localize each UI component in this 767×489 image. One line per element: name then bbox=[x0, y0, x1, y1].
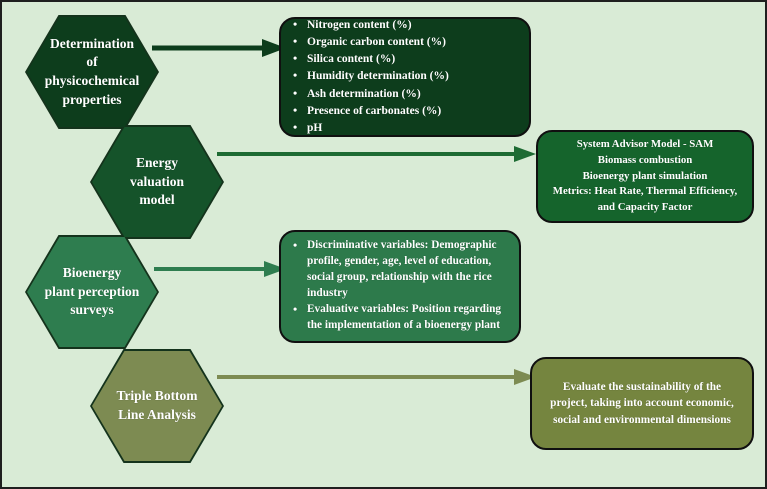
list-item: Discriminative variables: Demographic pr… bbox=[293, 237, 509, 301]
hexagon-physicochemical-label: Determination of physicochemical propert… bbox=[44, 35, 140, 107]
hexagon-triple-bottom-line-label: Triple Bottom Line Analysis bbox=[116, 388, 198, 422]
list-item: Evaluative variables: Position regarding… bbox=[293, 301, 509, 334]
hexagon-energy-valuation[interactable]: Energy valuation model bbox=[92, 127, 222, 237]
hexagon-physicochemical[interactable]: Determination of physicochemical propert… bbox=[27, 17, 157, 127]
list-item: Organic carbon content (%) bbox=[293, 33, 519, 50]
diagram-title: Research methodology flow diagram bbox=[2, 23, 3, 24]
box-system-advisor-model[interactable]: System Advisor Model - SAM Biomass combu… bbox=[536, 130, 754, 223]
arrow-energy-valuation-to-sam bbox=[217, 146, 536, 162]
system-advisor-model-text: System Advisor Model - SAM Biomass combu… bbox=[552, 138, 738, 213]
sustainability-evaluation-text: Evaluate the sustainability of the proje… bbox=[550, 380, 734, 426]
hexagon-energy-valuation-label: Energy valuation model bbox=[129, 155, 184, 208]
hexagon-triple-bottom-line[interactable]: Triple Bottom Line Analysis bbox=[92, 351, 222, 461]
physicochemical-property-list: Nitrogen content (%) Organic carbon cont… bbox=[281, 16, 529, 137]
list-item: Nitrogen content (%) bbox=[293, 16, 519, 33]
hexagon-perception-surveys-label: Bioenergy plant perception surveys bbox=[44, 265, 140, 318]
list-item: Presence of carbonates (%) bbox=[293, 102, 519, 119]
arrow-physicochemical-to-properties bbox=[152, 39, 286, 57]
arrow-surveys-to-variables bbox=[154, 261, 286, 277]
survey-variable-list: Discriminative variables: Demographic pr… bbox=[281, 237, 519, 335]
list-item: Silica content (%) bbox=[293, 50, 519, 67]
box-physicochemical-properties[interactable]: Nitrogen content (%) Organic carbon cont… bbox=[279, 16, 531, 137]
box-survey-variables[interactable]: Discriminative variables: Demographic pr… bbox=[279, 230, 521, 343]
arrow-triple-bottom-line-to-sustainability bbox=[217, 369, 536, 385]
hexagon-perception-surveys[interactable]: Bioenergy plant perception surveys bbox=[27, 237, 157, 347]
list-item: Humidity determination (%) bbox=[293, 67, 519, 84]
list-item: Ash determination (%) bbox=[293, 85, 519, 102]
list-item: pH bbox=[293, 119, 519, 136]
box-sustainability-evaluation[interactable]: Evaluate the sustainability of the proje… bbox=[530, 357, 754, 450]
